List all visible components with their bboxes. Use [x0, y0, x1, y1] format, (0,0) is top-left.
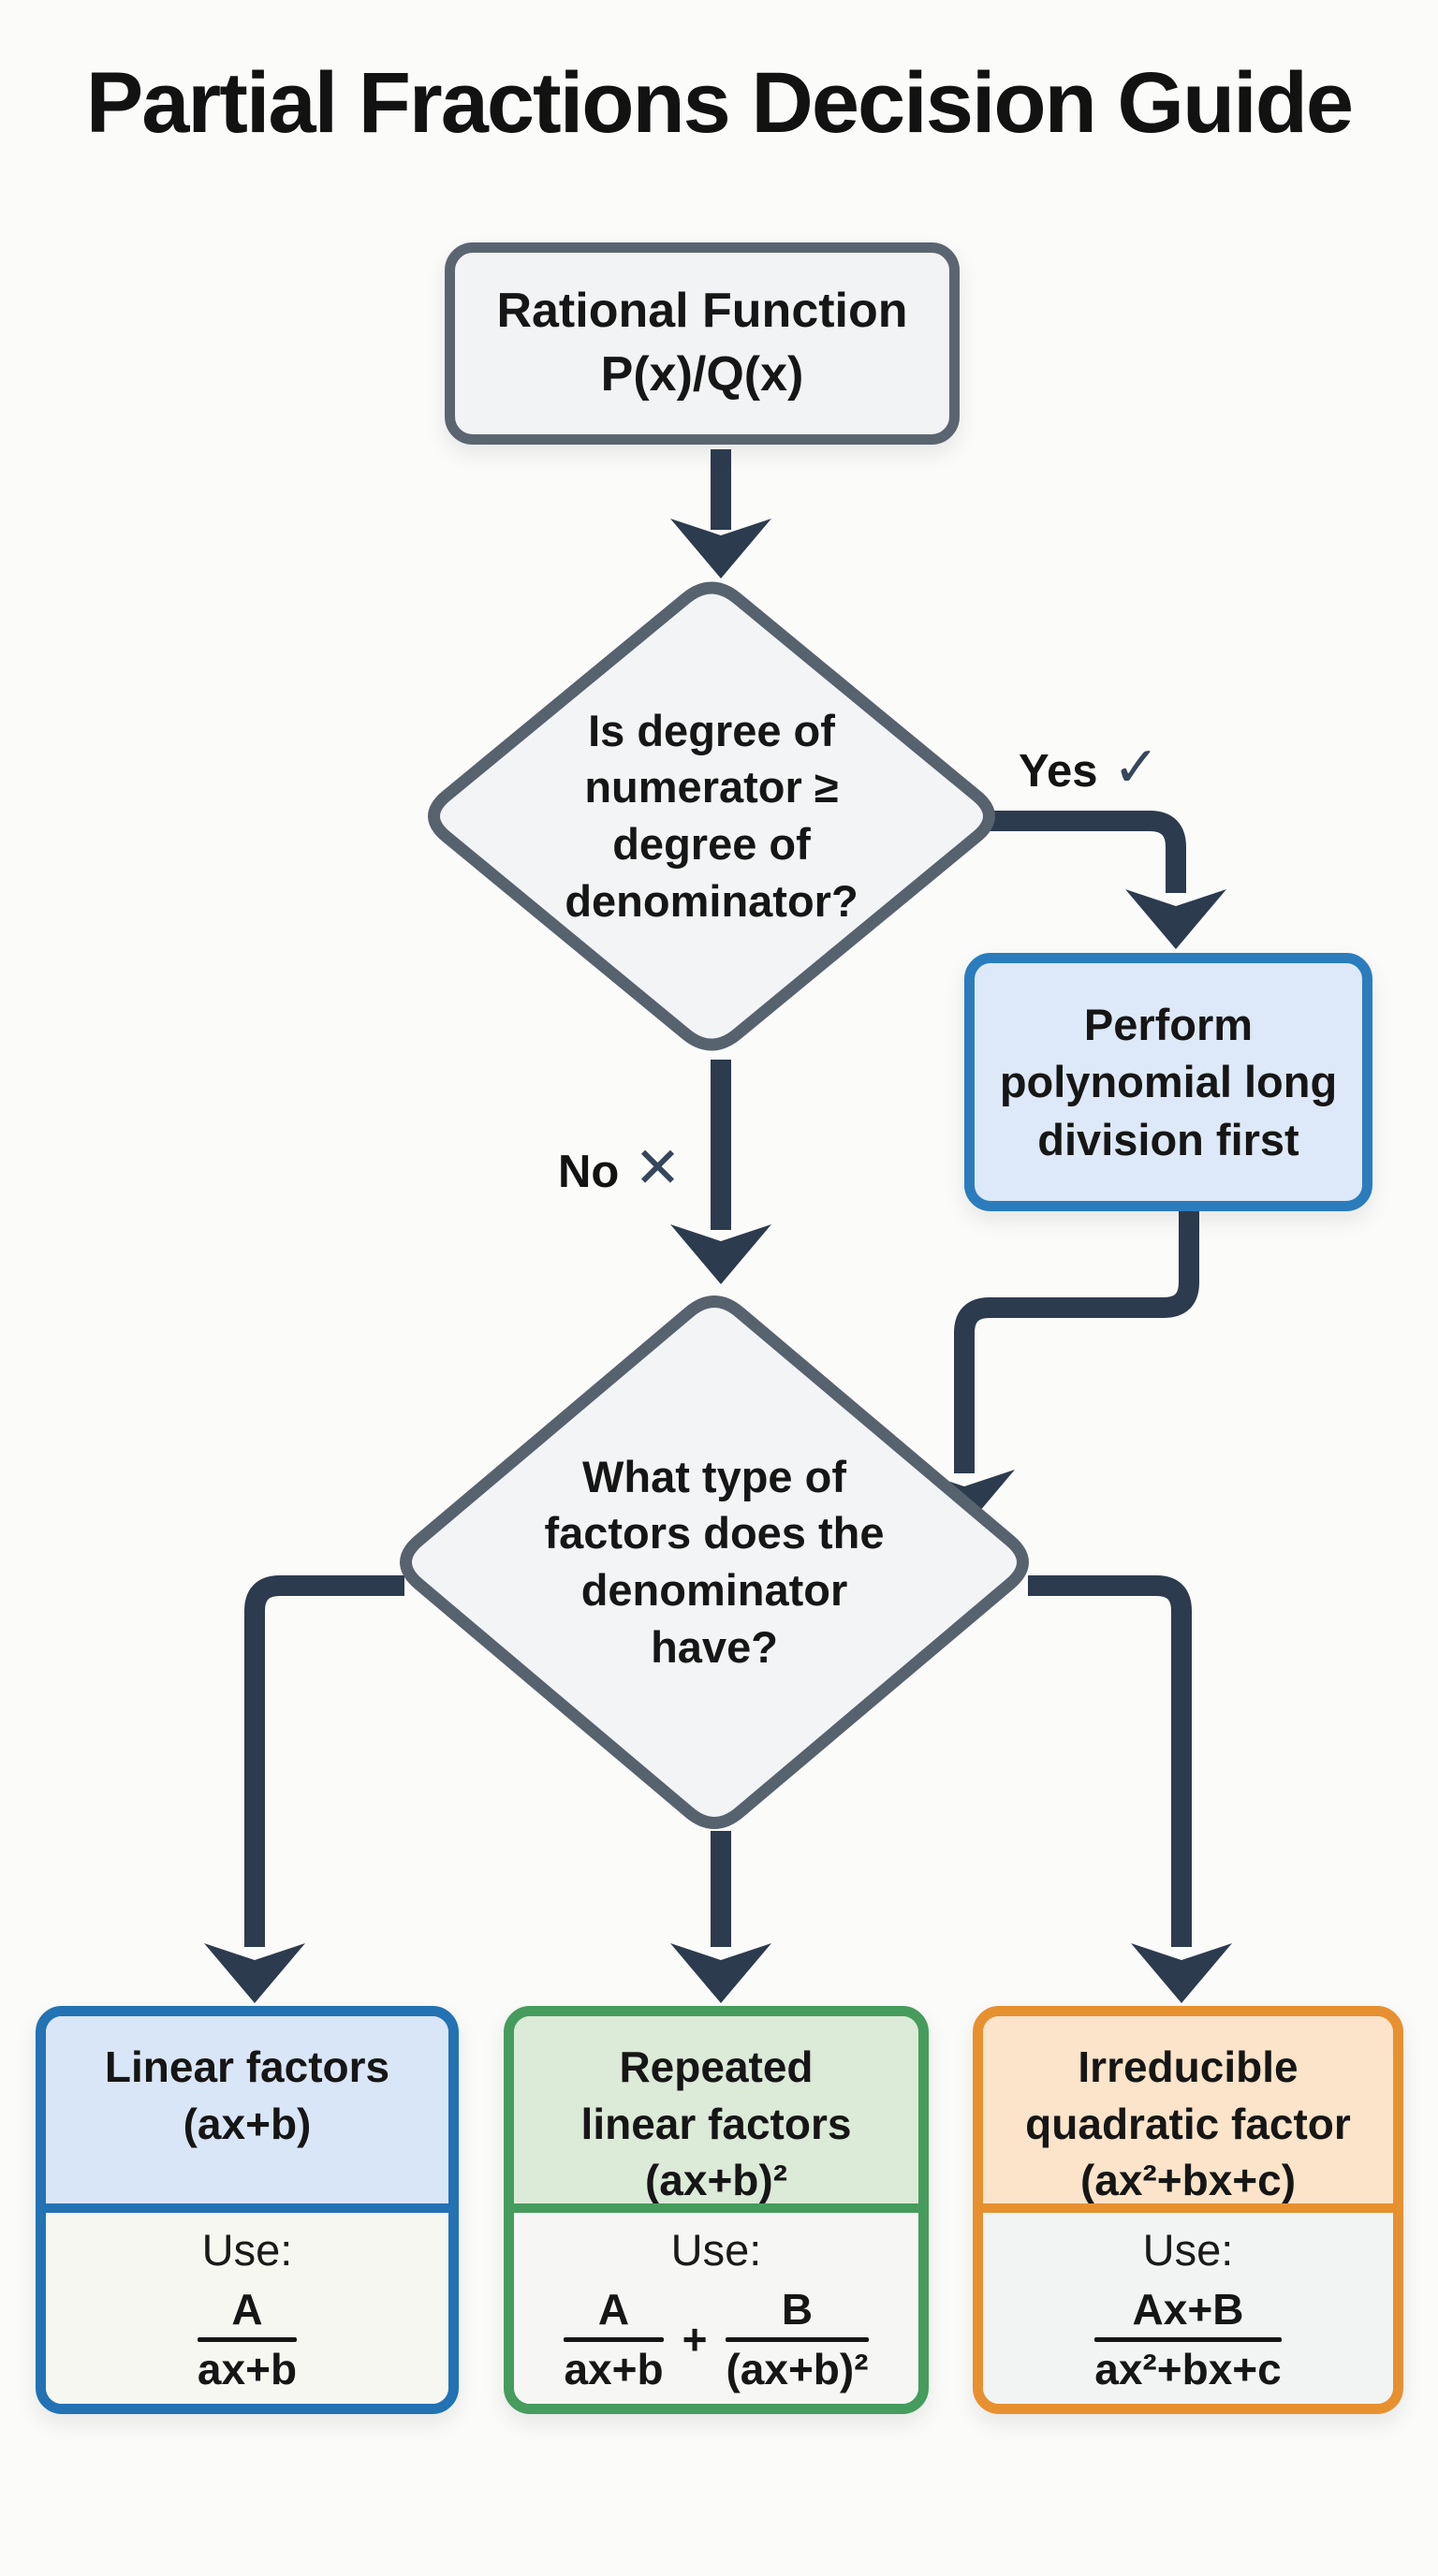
arrowhead-icon [670, 519, 771, 578]
card-title-line: quadratic factor [1025, 2099, 1351, 2148]
fraction: Ax+B ax²+bx+c [1094, 2285, 1282, 2394]
repeated-factors-card-header: Repeated linear factors (ax+b)² [514, 2016, 918, 2204]
fraction-denominator: ax+b [197, 2344, 298, 2393]
decision1-line: numerator ≥ [584, 762, 839, 812]
quadratic-factor-card: Irreducible quadratic factor (ax²+bx+c) … [973, 2006, 1403, 2414]
fraction-denominator: (ax+b)² [726, 2344, 869, 2393]
arrowhead-icon [670, 1224, 771, 1284]
fraction-numerator: Ax+B [1132, 2285, 1244, 2334]
repeated-factors-card: Repeated linear factors (ax+b)² Use: A a… [504, 2006, 929, 2414]
arrowhead-icon [1125, 889, 1226, 949]
fraction-numerator: A [597, 2285, 630, 2334]
fraction-numerator: A [231, 2285, 263, 2334]
decision-diamonds [400, 581, 1029, 1829]
arrowhead-icon [1131, 1943, 1232, 2003]
arrowhead-icon [670, 1943, 771, 2003]
fraction-bar [564, 2336, 664, 2342]
fraction: A ax+b [564, 2285, 664, 2394]
connector-left-branch [244, 1575, 404, 1947]
division-node-line: Perform [1083, 1000, 1254, 1050]
card-title-line: (ax²+bx+c) [1079, 2156, 1297, 2205]
no-branch-label: No ✕ [558, 1140, 682, 1200]
linear-factors-card-body: Use: A ax+b [46, 2213, 448, 2404]
yes-label-text: Yes [1019, 746, 1098, 797]
fraction-numerator: B [781, 2285, 814, 2334]
decision2-line: have? [651, 1621, 778, 1672]
decision1-line: denominator? [565, 875, 858, 926]
division-node-line: division first [1037, 1114, 1299, 1164]
decision1-diamond [428, 581, 995, 1051]
connector-lines [244, 449, 1199, 1947]
decision1-line: degree of [612, 819, 811, 869]
card-title-line: linear factors [580, 2099, 852, 2148]
connector-division-to-decision2 [954, 1209, 1199, 1473]
card-title-line: Irreducible [1078, 2042, 1299, 2091]
plus-sign: + [682, 2315, 708, 2364]
start-node-line: Rational Function [496, 284, 908, 339]
yes-branch-label: Yes ✓ [1019, 739, 1160, 799]
decision2-diamond [400, 1295, 1029, 1829]
fraction: A ax+b [197, 2285, 298, 2394]
decision2-node: What type of factors does the denominato… [508, 1394, 920, 1731]
fraction: B (ax+b)² [726, 2285, 869, 2394]
arrowhead-icon [204, 1943, 305, 2003]
division-node-line: polynomial long [999, 1057, 1338, 1107]
decision2-line: What type of [582, 1451, 846, 1501]
decision1-line: Is degree of [588, 705, 835, 755]
card-divider [514, 2203, 918, 2213]
linear-factors-card: Linear factors (ax+b) Use: A ax+b [36, 2006, 459, 2414]
connector-right-branch [1028, 1575, 1192, 1947]
cross-icon: ✕ [634, 1136, 682, 1199]
fraction-denominator: ax²+bx+c [1094, 2344, 1282, 2393]
repeated-factors-card-body: Use: A ax+b + B (ax+b)² [514, 2213, 918, 2404]
fraction-bar [197, 2336, 298, 2342]
fraction-bar [726, 2336, 869, 2342]
card-title-line: (ax+b) [183, 2099, 312, 2148]
start-node: Rational Function P(x)/Q(x) [445, 242, 960, 445]
fraction-denominator: ax+b [564, 2344, 664, 2393]
use-label: Use: [201, 2225, 293, 2275]
decision2-line: factors does the [544, 1508, 885, 1559]
fraction-sum: A ax+b + B (ax+b)² [564, 2285, 869, 2394]
card-title-line: Linear factors [104, 2042, 390, 2091]
quadratic-factor-card-body: Use: Ax+B ax²+bx+c [983, 2213, 1393, 2404]
card-title-line: (ax+b)² [644, 2156, 788, 2205]
decision2-line: denominator [580, 1565, 848, 1615]
division-node: Perform polynomial long division first [964, 953, 1372, 1211]
check-icon: ✓ [1112, 736, 1160, 798]
start-node-line: P(x)/Q(x) [600, 347, 804, 402]
page-title: Partial Fractions Decision Guide [85, 55, 1354, 151]
card-divider [983, 2203, 1393, 2213]
linear-factors-card-header: Linear factors (ax+b) [46, 2016, 448, 2203]
card-title-line: Repeated [619, 2042, 814, 2091]
fraction-bar [1094, 2336, 1282, 2342]
decision1-node: Is degree of numerator ≥ degree of denom… [524, 646, 899, 987]
card-divider [46, 2203, 448, 2213]
no-label-text: No [558, 1147, 620, 1197]
connector-yes-elbow [985, 811, 1186, 893]
use-label: Use: [670, 2225, 762, 2275]
use-label: Use: [1142, 2225, 1234, 2275]
quadratic-factor-card-header: Irreducible quadratic factor (ax²+bx+c) [983, 2016, 1393, 2204]
